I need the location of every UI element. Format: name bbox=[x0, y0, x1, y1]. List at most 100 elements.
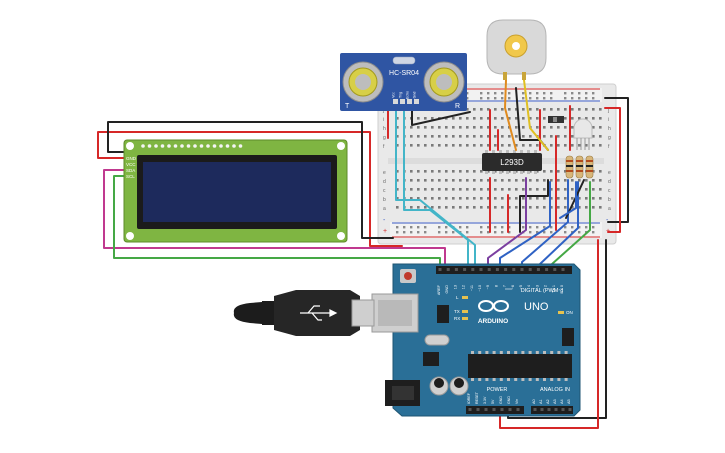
motor-shaft bbox=[512, 42, 520, 50]
power-pin[interactable] bbox=[484, 408, 488, 411]
breadboard-hole bbox=[515, 206, 518, 209]
power-pin[interactable] bbox=[516, 408, 520, 411]
digital-pin[interactable] bbox=[553, 268, 557, 271]
resistor-1-band bbox=[566, 165, 573, 167]
analog-pin[interactable] bbox=[540, 408, 544, 411]
breadboard-rail-hole bbox=[417, 231, 420, 234]
breadboard-rail-hole bbox=[592, 226, 595, 229]
dc-motor[interactable] bbox=[486, 19, 547, 80]
lcd-pin-hole bbox=[206, 144, 210, 148]
breadboard-hole bbox=[536, 108, 539, 111]
wire-motor-yellow[interactable] bbox=[523, 79, 549, 151]
wire-motor-orange[interactable] bbox=[504, 79, 517, 151]
reset-button-cap[interactable] bbox=[404, 272, 412, 280]
breadboard-hole bbox=[494, 108, 497, 111]
lcd-pin-hole bbox=[147, 144, 152, 148]
wire-jumper-black[interactable] bbox=[519, 179, 549, 233]
digital-pin[interactable] bbox=[471, 268, 475, 271]
digital-pin[interactable] bbox=[479, 268, 483, 271]
resistor-3-band bbox=[586, 160, 593, 162]
wire-right-black[interactable] bbox=[604, 97, 629, 223]
breadboard-hole bbox=[599, 144, 602, 147]
breadboard-hole bbox=[599, 108, 602, 111]
analog-pin[interactable] bbox=[547, 408, 551, 411]
wire-right-red[interactable] bbox=[604, 107, 621, 233]
breadboard-hole bbox=[599, 126, 602, 129]
digital-pin[interactable] bbox=[545, 268, 549, 271]
wire-lcd-scl-green[interactable] bbox=[113, 175, 441, 268]
lcd-screen bbox=[143, 162, 331, 222]
power-pin-label: GND bbox=[507, 396, 511, 404]
analog-pin[interactable] bbox=[554, 408, 558, 411]
digital-pin[interactable] bbox=[504, 268, 508, 271]
breadboard-hole bbox=[557, 206, 560, 209]
breadboard-hole bbox=[466, 170, 469, 173]
power-pin[interactable] bbox=[476, 408, 480, 411]
power-pin[interactable] bbox=[468, 408, 472, 411]
breadboard-hole bbox=[445, 206, 448, 209]
digital-pin[interactable] bbox=[446, 268, 450, 271]
breadboard-rail-hole bbox=[494, 97, 497, 100]
wire-lcd-sda-magenta[interactable] bbox=[103, 169, 446, 268]
wire-led-blue[interactable] bbox=[559, 181, 577, 219]
digital-pin-label: 4 bbox=[527, 285, 531, 287]
wire-sensor-echo-cyan[interactable] bbox=[403, 103, 469, 268]
slide-switch-knob[interactable] bbox=[553, 117, 557, 122]
breadboard-rail-hole bbox=[536, 231, 539, 234]
breadboard-hole bbox=[431, 117, 434, 120]
breadboard-rail-hole bbox=[564, 97, 567, 100]
digital-pin[interactable] bbox=[520, 268, 524, 271]
digital-pin[interactable] bbox=[495, 268, 499, 271]
breadboard-rail-hole bbox=[410, 231, 413, 234]
digital-pin[interactable] bbox=[454, 268, 458, 271]
wire-lcd-vcc-black[interactable] bbox=[107, 121, 394, 239]
digital-pin[interactable] bbox=[528, 268, 532, 271]
chip-body bbox=[482, 153, 542, 171]
breadboard-hole bbox=[424, 117, 427, 120]
breadboard-hole bbox=[480, 144, 483, 147]
breadboard-row-letter: a bbox=[383, 206, 386, 212]
breadboard-rail-hole bbox=[508, 226, 511, 229]
wire-lcd-gnd-red[interactable] bbox=[97, 131, 403, 247]
analog-pin[interactable] bbox=[568, 408, 572, 411]
breadboard-hole bbox=[417, 179, 420, 182]
l293d-chip[interactable]: L293D bbox=[482, 150, 542, 174]
rgb-led[interactable] bbox=[573, 118, 593, 150]
breadboard-hole bbox=[529, 144, 532, 147]
analog-pin[interactable] bbox=[533, 408, 537, 411]
wire-power-5v-red[interactable] bbox=[499, 239, 599, 429]
digital-pin[interactable] bbox=[438, 268, 442, 271]
digital-pin[interactable] bbox=[536, 268, 540, 271]
wire-blue-1[interactable] bbox=[499, 181, 551, 268]
breadboard-hole bbox=[536, 170, 539, 173]
atmega-pin bbox=[507, 378, 510, 381]
breadboard-hole bbox=[396, 188, 399, 191]
breadboard-hole bbox=[543, 108, 546, 111]
analog-pin[interactable] bbox=[561, 408, 565, 411]
breadboard-hole bbox=[578, 197, 581, 200]
power-pin[interactable] bbox=[492, 408, 496, 411]
breadboard-hole bbox=[515, 188, 518, 191]
wire-purple[interactable] bbox=[487, 177, 527, 268]
lcd-mount-hole bbox=[126, 142, 134, 150]
dc-power-jack-inner bbox=[392, 386, 414, 400]
breadboard-hole bbox=[522, 170, 525, 173]
breadboard-rail-hole bbox=[564, 231, 567, 234]
digital-pin[interactable] bbox=[487, 268, 491, 271]
digital-pin[interactable] bbox=[512, 268, 516, 271]
power-pin[interactable] bbox=[508, 408, 512, 411]
breadboard-hole bbox=[396, 144, 399, 147]
digital-pin[interactable] bbox=[561, 268, 565, 271]
breadboard-hole bbox=[417, 170, 420, 173]
breadboard-rail-hole bbox=[529, 97, 532, 100]
digital-pin[interactable] bbox=[463, 268, 467, 271]
usb-cable[interactable] bbox=[233, 290, 375, 336]
breadboard-hole bbox=[473, 197, 476, 200]
breadboard-rail-hole bbox=[445, 226, 448, 229]
power-pin[interactable] bbox=[500, 408, 504, 411]
wire-sensor-trig-cyan[interactable] bbox=[395, 103, 476, 268]
